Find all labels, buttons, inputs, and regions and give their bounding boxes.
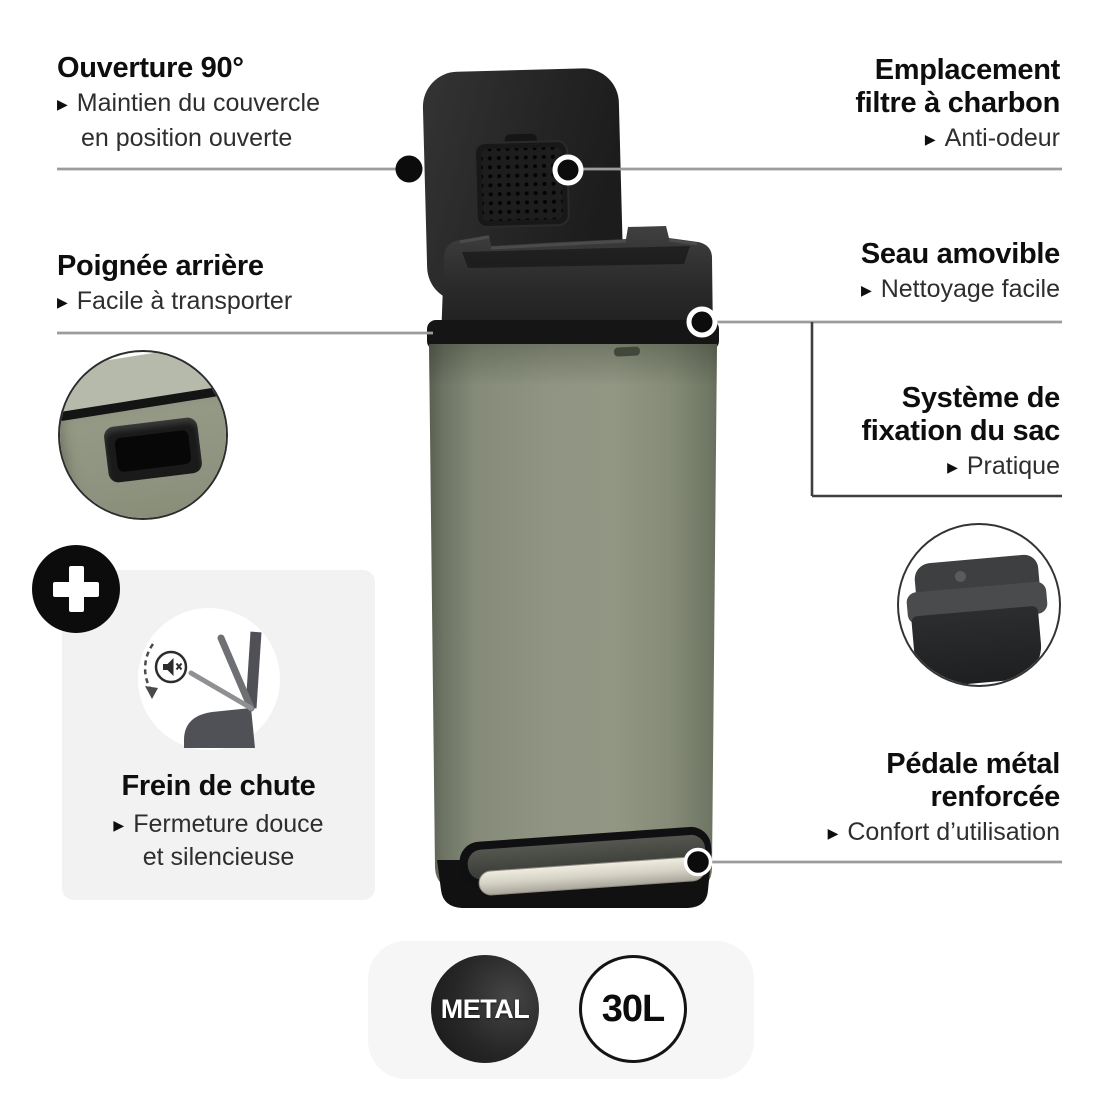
capacity-badge: 30L xyxy=(579,955,687,1063)
callout-title: Poignée arrière xyxy=(57,250,264,282)
bullet-icon: ▶ xyxy=(947,459,958,476)
bin-corner-shape xyxy=(184,708,255,748)
soft-close-title: Frein de chute xyxy=(121,770,316,802)
callout-text: Maintien du couvercle xyxy=(76,89,320,118)
callout-filter: Emplacement filtre à charbon ▶ Anti-odeu… xyxy=(855,54,1060,155)
rotation-arrow-arc xyxy=(143,643,155,691)
callout-text: Facile à transporter xyxy=(76,287,293,316)
soft-close-icon xyxy=(143,631,262,748)
bullet-icon: ▶ xyxy=(924,131,936,148)
bullet-icon: ▶ xyxy=(57,96,68,113)
bullet-icon: ▶ xyxy=(860,282,872,299)
bullet-icon: ▶ xyxy=(113,817,125,834)
bin-body xyxy=(429,344,717,890)
callout-text: Pratique xyxy=(966,452,1060,481)
spec-badges-panel: METAL 30L xyxy=(368,941,754,1079)
soft-close-line1: Fermeture douce xyxy=(133,810,324,838)
removable-bucket-detail-photo xyxy=(897,523,1061,687)
callout-handle: Poignée arrière ▶ Facile à transporter xyxy=(57,250,292,318)
callout-bucket: Seau amovible ▶ Nettoyage facile xyxy=(861,238,1060,306)
rotation-arrowhead xyxy=(145,686,158,699)
lid-open-position-line xyxy=(245,631,262,709)
soft-close-line2: et silencieuse xyxy=(142,842,295,871)
bin-top-rim xyxy=(427,320,719,350)
callout-title: Système de xyxy=(901,382,1061,414)
callout-text: Nettoyage facile xyxy=(880,275,1060,304)
callout-title: Pédale métal xyxy=(886,748,1060,780)
callout-text: Anti-odeur xyxy=(944,124,1060,153)
lid-low-position-line xyxy=(188,670,254,711)
callout-title: renforcée xyxy=(930,781,1061,814)
speaker-off-icon xyxy=(163,658,174,676)
soft-close-description: ▶ Fermeture douce et silencieuse xyxy=(62,808,375,873)
mute-x-stroke xyxy=(175,662,183,671)
callout-dot-lid-open xyxy=(395,155,423,183)
callout-title: Ouverture 90° xyxy=(57,52,244,84)
callout-text: Confort d’utilisation xyxy=(847,818,1060,847)
inner-bucket xyxy=(441,226,713,340)
callout-title: filtre à charbon xyxy=(855,87,1060,120)
callout-title: Emplacement xyxy=(874,54,1061,86)
open-lid xyxy=(422,68,624,302)
bullet-icon: ▶ xyxy=(827,825,839,842)
bullet-icon: ▶ xyxy=(57,294,68,311)
bin-base xyxy=(437,860,711,908)
callout-pedal: Pédale métal renforcée ▶ Confort d’utili… xyxy=(827,748,1061,849)
carbon-filter-holes xyxy=(481,147,563,221)
carbon-filter-notch xyxy=(504,133,538,148)
pedal xyxy=(459,826,712,896)
callout-bag-fix: Système de fixation du sac ▶ Pratique xyxy=(861,382,1060,483)
callout-text: en position ouverte xyxy=(81,123,293,152)
brand-logo-mark xyxy=(613,346,640,357)
callout-title: Seau amovible xyxy=(860,238,1060,270)
callout-dot-filter xyxy=(552,154,584,186)
capacity-badge-label: 30L xyxy=(601,987,665,1030)
pedal-metal-strip xyxy=(478,856,706,896)
material-badge-label: METAL xyxy=(440,993,530,1024)
soft-close-feature-box: Frein de chute ▶ Fermeture douce et sile… xyxy=(62,570,375,900)
callout-dot-bucket xyxy=(686,306,718,338)
callout-title: fixation du sac xyxy=(861,415,1060,448)
carbon-filter xyxy=(474,140,570,228)
callout-lid-open: Ouverture 90° ▶ Maintien du couvercle en… xyxy=(57,52,320,154)
rear-handle-detail-photo xyxy=(58,350,228,520)
callout-dot-pedal xyxy=(683,847,713,877)
plus-icon xyxy=(32,545,120,633)
lid-mid-position-line xyxy=(217,634,255,712)
material-badge: METAL xyxy=(431,955,539,1063)
soft-close-icon-circle xyxy=(138,608,280,750)
